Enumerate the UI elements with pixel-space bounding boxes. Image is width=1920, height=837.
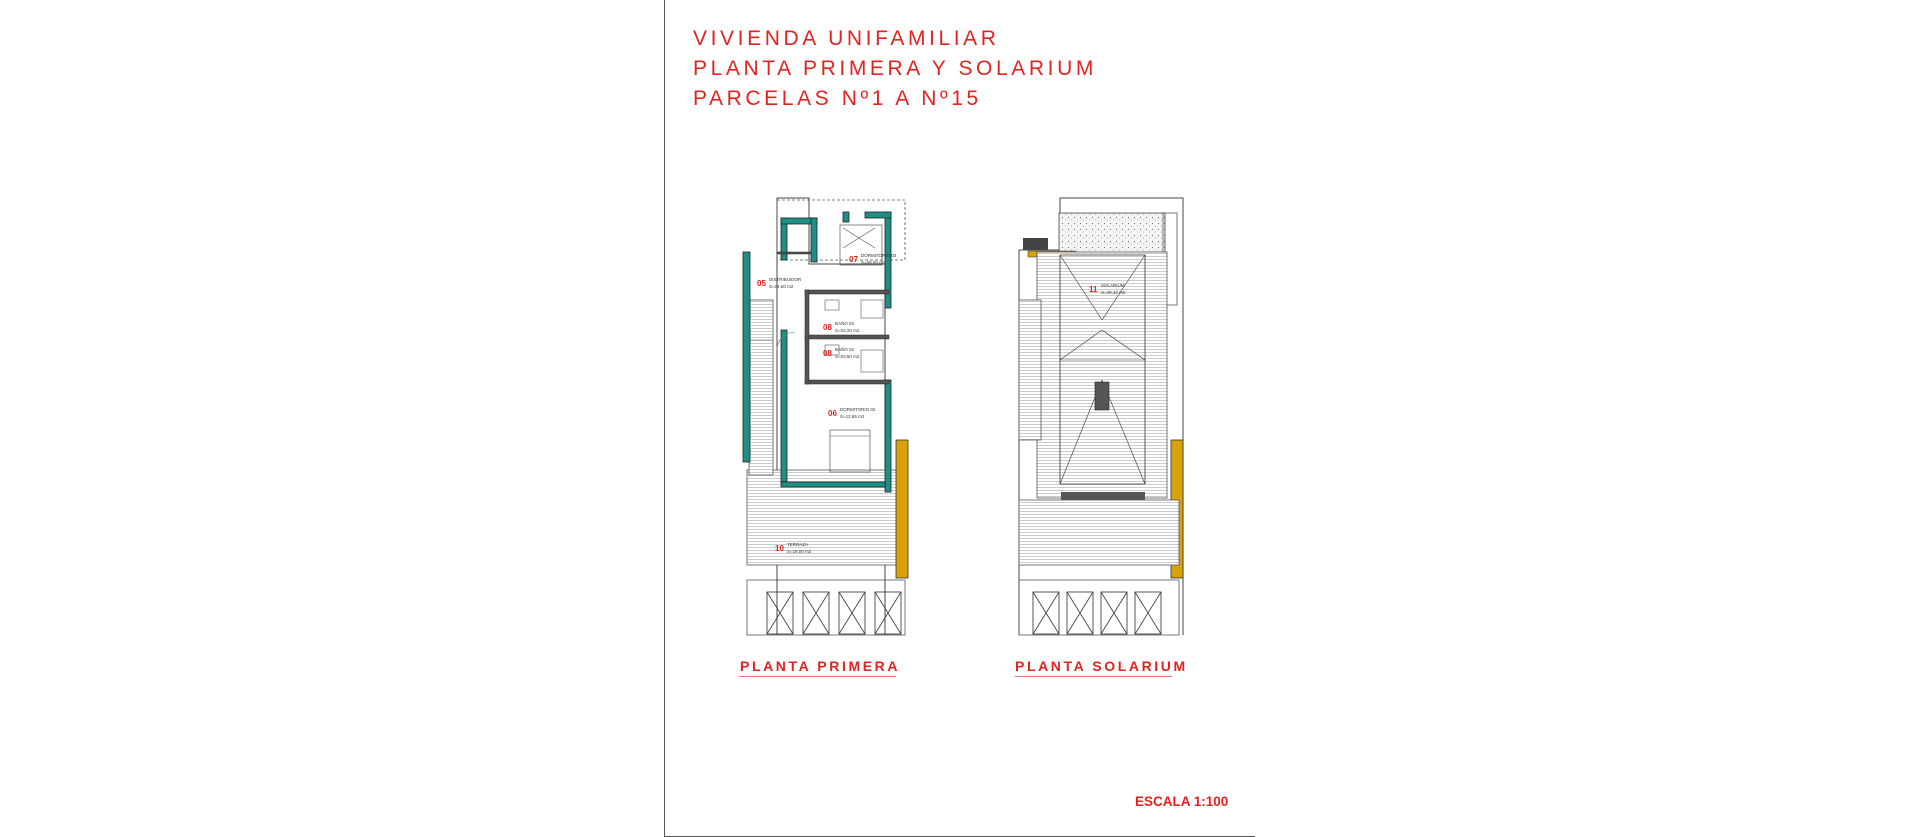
- plan-first-floor: [742, 197, 909, 636]
- floor-plans-drawing: 05 DISTRIBUIDOR S=04,50 m2 07 DORMITORIO…: [742, 197, 1184, 636]
- title-line-3: PARCELAS Nº1 A Nº15: [693, 87, 982, 110]
- scale-label: ESCALA 1:100: [1135, 794, 1229, 809]
- room-11-area: S=29,12 m2: [1101, 290, 1126, 295]
- room-07-name: DORMITORIO 03: [861, 253, 897, 258]
- title-line-1: VIVIENDA UNIFAMILIAR: [693, 27, 1000, 50]
- room-08a-area: S=03,20 m2: [835, 328, 860, 333]
- room-10-name: TERRAZA: [787, 542, 808, 547]
- room-08a-number: 08: [823, 323, 832, 332]
- room-08b-area: S=03,50 m2: [835, 354, 860, 359]
- room-06-name: DORMITORIO 02: [840, 407, 876, 412]
- label-underline-solarium: [1015, 676, 1172, 677]
- room-08b-number: 08: [823, 349, 832, 358]
- title-line-2: PLANTA PRIMERA Y SOLARIUM: [693, 57, 1097, 80]
- room-06-area: S=12,65 m2: [840, 414, 865, 419]
- label-underline-primera: [739, 676, 896, 677]
- room-08b-name: BAÑO 02: [835, 346, 855, 352]
- room-11-number: 11: [1089, 285, 1098, 294]
- room-05-area: S=04,50 m2: [769, 284, 794, 289]
- label-planta-solarium: PLANTA SOLARIUM: [1015, 658, 1188, 674]
- room-05-name: DISTRIBUIDOR: [769, 277, 802, 282]
- drawing-sheet: VIVIENDA UNIFAMILIAR PLANTA PRIMERA Y SO…: [664, 0, 1255, 837]
- room-07-area: S=08,65 m2: [861, 260, 886, 265]
- plan-solarium: [1018, 197, 1184, 636]
- room-10-number: 10: [775, 544, 784, 553]
- room-06-number: 06: [828, 409, 837, 418]
- room-11-name: SOLARIUM: [1101, 283, 1125, 288]
- label-planta-primera: PLANTA PRIMERA: [740, 658, 901, 674]
- room-07-number: 07: [849, 255, 858, 264]
- room-10-area: S=16,00 m2: [787, 549, 812, 554]
- room-05-number: 05: [757, 279, 766, 288]
- room-08a-name: BAÑO 03: [835, 320, 855, 326]
